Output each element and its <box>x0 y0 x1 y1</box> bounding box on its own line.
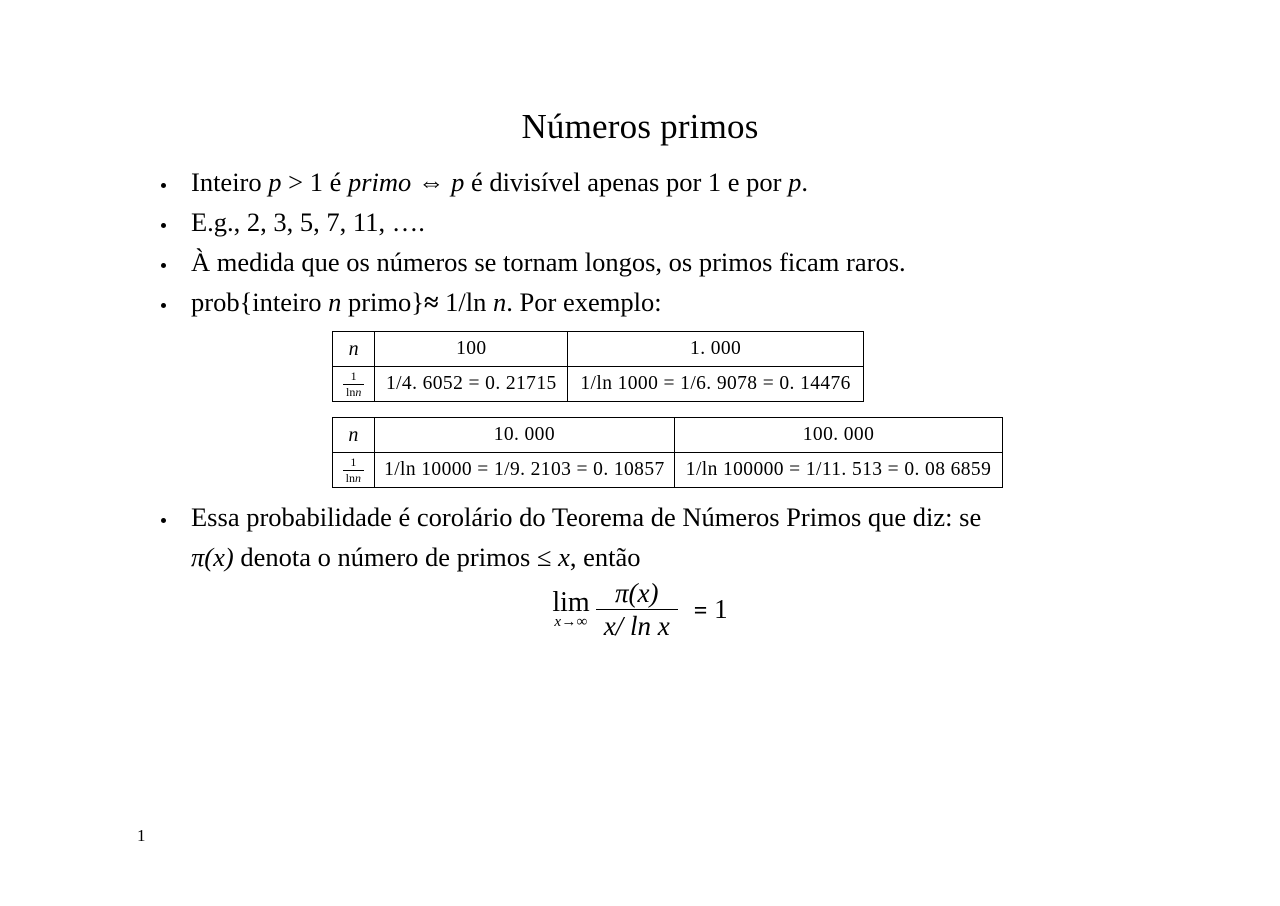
table-n-10000-100000: n 10. 000 100. 000 1 lnn 1/ln 10000 = 1/… <box>332 417 1003 488</box>
ln-var-n: n <box>355 384 362 399</box>
table-n-100-1000: n 100 1. 000 1 lnn 1/4. 6052 = 0. 21715 … <box>331 331 864 402</box>
definition-var-p-3: p <box>788 167 802 197</box>
bullet-dot-icon <box>161 223 166 228</box>
limit-fraction: π(x) x/ ln x <box>595 578 678 642</box>
table1-n-value-1: 100 <box>374 331 569 367</box>
pnt-arg-x-1: (x) <box>204 542 234 572</box>
fraction-one-over-ln-n: 1 lnn <box>342 368 365 399</box>
bullet-item-probability: prob{inteiro n primo}≈ 1/ln n. Por exemp… <box>158 282 1168 322</box>
prob-var-n-1: n <box>328 287 342 317</box>
prob-mid: primo} <box>341 287 424 317</box>
pnt-line-2b: , então <box>569 542 641 572</box>
prob-end: . Por exemplo: <box>506 287 662 317</box>
pnt-line-1: Essa probabilidade é corolário do Teorem… <box>191 502 982 532</box>
table-row-header: n 10. 000 100. 000 <box>332 417 1003 453</box>
approx-symbol-icon: ≈ <box>424 287 439 317</box>
table1-n-value-2: 1. 000 <box>567 331 864 367</box>
fraction-bar <box>595 609 678 611</box>
bullet-item-definition: Inteiro p > 1 é primo ⇔ p é divisível ap… <box>158 162 1168 202</box>
table2-label-n: n <box>332 417 375 453</box>
limit-subscript: x→∞ <box>554 614 588 631</box>
bullet-item-prime-number-theorem: Essa probabilidade é corolário do Teorem… <box>158 497 1168 577</box>
limit-denominator: x/ ln x <box>603 611 670 642</box>
ln-var-n: n <box>355 470 361 485</box>
page-number: 1 <box>137 826 146 845</box>
fraction-bar <box>342 469 364 471</box>
bullet-dot-icon <box>161 183 166 188</box>
table-row: 1 lnn 1/ln 10000 = 1/9. 2103 = 0. 10857 … <box>332 452 1003 488</box>
fraction-one-over-ln-n: 1 lnn <box>342 454 364 485</box>
fraction-denominator: lnn <box>343 384 364 399</box>
limit-lim-text: lim <box>552 587 590 619</box>
rarity-text: À medida que os números se tornam longos… <box>191 247 906 277</box>
limit-operator: lim x→∞ <box>552 589 589 630</box>
examples-text: E.g., 2, 3, 5, 7, 11, …. <box>191 207 425 237</box>
table2-n-value-2: 100. 000 <box>674 417 1003 453</box>
definition-end: . <box>801 167 808 197</box>
table1-cell-value-1: 1/4. 6052 = 0. 21715 <box>374 366 569 402</box>
bullet-dot-icon <box>161 303 166 308</box>
pi-symbol-icon: π <box>191 542 205 572</box>
prob-frac: 1/ln <box>438 287 494 317</box>
fraction-denominator: lnn <box>343 470 364 485</box>
table2-cell-value-2: 1/ln 100000 = 1/11. 513 = 0. 08 6859 <box>674 452 1003 488</box>
table-row: 1 lnn 1/4. 6052 = 0. 21715 1/ln 1000 = 1… <box>331 366 864 402</box>
definition-word-primo: primo <box>347 167 412 197</box>
definition-mid-1: > 1 é <box>281 167 348 197</box>
table1-cell-value-2: 1/ln 1000 = 1/6. 9078 = 0. 14476 <box>567 366 864 402</box>
prime-counting-limit-formula: lim x→∞ π(x) x/ ln x = 1 <box>0 578 1280 641</box>
page-title: Números primos <box>521 107 759 146</box>
definition-var-p-1: p <box>268 167 282 197</box>
bullet-item-examples: E.g., 2, 3, 5, 7, 11, …. <box>158 202 1168 242</box>
equals-sign-icon: = <box>693 598 708 625</box>
limit-result: = 1 <box>694 594 728 625</box>
fraction-numerator: 1 <box>350 368 357 383</box>
table2-n-value-1: 10. 000 <box>373 417 676 453</box>
bullet-list-continued: Essa probabilidade é corolário do Teorem… <box>158 497 1168 577</box>
bullet-item-rarity: À medida que os números se tornam longos… <box>158 242 1168 282</box>
limit-numerator-arg: (x) <box>628 578 659 608</box>
table2-cell-value-1: 1/ln 10000 = 1/9. 2103 = 0. 10857 <box>373 452 676 488</box>
prob-pre: prob{inteiro <box>191 287 329 317</box>
pnt-var-x-2: x <box>558 542 570 572</box>
ln-text: ln <box>345 470 355 485</box>
pi-symbol-icon: π <box>614 578 629 608</box>
iff-symbol-icon: ⇔ <box>411 167 452 197</box>
table1-label-n: n <box>331 331 376 367</box>
prob-var-n-2: n <box>493 287 507 317</box>
definition-var-p-2: p <box>451 167 465 197</box>
bullet-dot-icon <box>161 263 166 268</box>
bullet-list: Inteiro p > 1 é primo ⇔ p é divisível ap… <box>158 162 1168 322</box>
table1-label-fraction: 1 lnn <box>331 366 376 402</box>
ln-text: ln <box>345 384 356 399</box>
table-row-header: n 100 1. 000 <box>331 331 864 367</box>
pnt-line-2a: denota o número de primos ≤ <box>233 542 559 572</box>
fraction-numerator: 1 <box>350 454 357 469</box>
definition-mid-2: é divisível apenas por 1 e por <box>464 167 789 197</box>
table2-label-fraction: 1 lnn <box>332 452 375 488</box>
limit-result-value: 1 <box>714 594 728 625</box>
fraction-bar <box>342 383 365 385</box>
bullet-dot-icon <box>161 518 166 523</box>
definition-pre: Inteiro <box>191 167 269 197</box>
limit-numerator: π(x) <box>596 578 678 609</box>
